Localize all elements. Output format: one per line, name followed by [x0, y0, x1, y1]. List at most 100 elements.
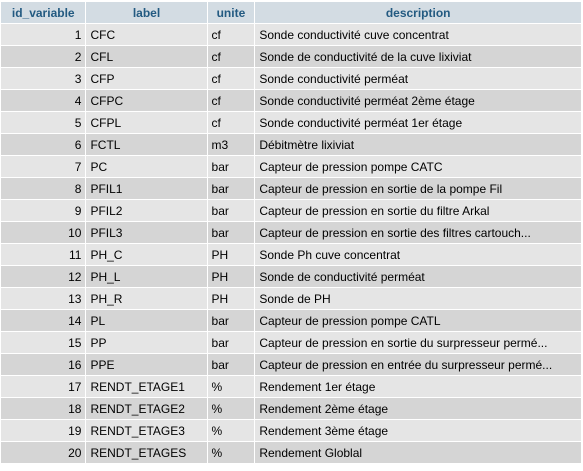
cell-label: PFIL2 — [86, 200, 207, 221]
cell-label: PP — [86, 332, 207, 353]
cell-description: Sonde conductivité perméat — [255, 68, 581, 89]
cell-unite: bar — [207, 332, 255, 353]
cell-id-variable: 20 — [1, 442, 86, 463]
cell-unite: cf — [207, 24, 255, 45]
cell-description: Rendement Globlal — [255, 442, 581, 463]
cell-description: Rendement 3ème étage — [255, 420, 581, 441]
cell-unite: bar — [207, 310, 255, 331]
cell-unite: m3 — [207, 134, 255, 155]
cell-description: Capteur de pression en sortie du surpres… — [255, 332, 581, 353]
cell-description: Sonde conductivité perméat 1er étage — [255, 112, 581, 133]
cell-unite: % — [207, 398, 255, 419]
cell-id-variable: 2 — [1, 46, 86, 67]
cell-id-variable: 16 — [1, 354, 86, 375]
cell-id-variable: 12 — [1, 266, 86, 287]
cell-id-variable: 19 — [1, 420, 86, 441]
cell-id-variable: 13 — [1, 288, 86, 309]
cell-description: Sonde conductivité cuve concentrat — [255, 24, 581, 45]
cell-unite: bar — [207, 178, 255, 199]
cell-description: Rendement 1er étage — [255, 376, 581, 397]
cell-label: FCTL — [86, 134, 207, 155]
cell-unite: PH — [207, 288, 255, 309]
column-header-description[interactable]: description — [255, 2, 581, 23]
column-header-unite[interactable]: unite — [207, 2, 255, 23]
cell-label: PPE — [86, 354, 207, 375]
cell-label: PFIL3 — [86, 222, 207, 243]
cell-unite: cf — [207, 112, 255, 133]
cell-id-variable: 17 — [1, 376, 86, 397]
cell-unite: % — [207, 420, 255, 441]
cell-id-variable: 3 — [1, 68, 86, 89]
cell-id-variable: 1 — [1, 24, 86, 45]
cell-description: Capteur de pression en sortie de la pomp… — [255, 178, 581, 199]
cell-description: Débitmètre lixiviat — [255, 134, 581, 155]
cell-unite: cf — [207, 46, 255, 67]
column-header-id-variable[interactable]: id_variable — [1, 2, 86, 23]
cell-description: Sonde de conductivité de la cuve lixivia… — [255, 46, 581, 67]
cell-unite: % — [207, 442, 255, 463]
cell-id-variable: 15 — [1, 332, 86, 353]
cell-description: Rendement 2ème étage — [255, 398, 581, 419]
cell-description: Capteur de pression pompe CATL — [255, 310, 581, 331]
cell-description: Capteur de pression pompe CATC — [255, 156, 581, 177]
cell-description: Sonde conductivité perméat 2ème étage — [255, 90, 581, 111]
cell-label: PFIL1 — [86, 178, 207, 199]
cell-label: CFPL — [86, 112, 207, 133]
cell-id-variable: 9 — [1, 200, 86, 221]
cell-description: Capteur de pression en sortie des filtre… — [255, 222, 581, 243]
cell-unite: cf — [207, 68, 255, 89]
cell-unite: bar — [207, 354, 255, 375]
cell-description: Sonde de PH — [255, 288, 581, 309]
cell-unite: bar — [207, 200, 255, 221]
cell-label: PC — [86, 156, 207, 177]
cell-id-variable: 14 — [1, 310, 86, 331]
cell-description: Sonde de conductivité perméat — [255, 266, 581, 287]
cell-id-variable: 18 — [1, 398, 86, 419]
cell-label: RENDT_ETAGES — [86, 442, 207, 463]
cell-label: RENDT_ETAGE2 — [86, 398, 207, 419]
cell-description: Capteur de pression en entrée du surpres… — [255, 354, 581, 375]
cell-label: PH_L — [86, 266, 207, 287]
cell-unite: PH — [207, 266, 255, 287]
cell-id-variable: 6 — [1, 134, 86, 155]
cell-unite: % — [207, 376, 255, 397]
column-header-label[interactable]: label — [86, 2, 207, 23]
cell-id-variable: 4 — [1, 90, 86, 111]
cell-id-variable: 5 — [1, 112, 86, 133]
cell-label: CFL — [86, 46, 207, 67]
cell-label: PH_R — [86, 288, 207, 309]
cell-label: CFC — [86, 24, 207, 45]
cell-label: RENDT_ETAGE1 — [86, 376, 207, 397]
cell-id-variable: 11 — [1, 244, 86, 265]
cell-unite: bar — [207, 156, 255, 177]
cell-unite: cf — [207, 90, 255, 111]
cell-label: PH_C — [86, 244, 207, 265]
cell-unite: PH — [207, 244, 255, 265]
cell-label: PL — [86, 310, 207, 331]
cell-label: CFP — [86, 68, 207, 89]
cell-unite: bar — [207, 222, 255, 243]
